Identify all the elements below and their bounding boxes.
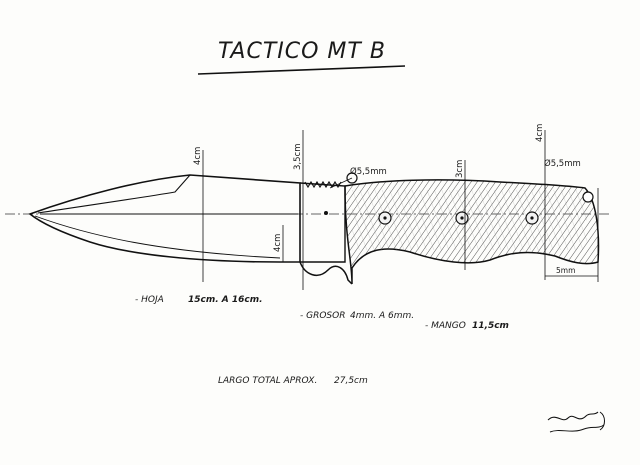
- butt-height-label: 4cm: [535, 124, 545, 142]
- handle-note-value: 11,5cm: [472, 321, 509, 331]
- guard-height-label: 3,5cm: [293, 144, 303, 170]
- front-hole: [346, 172, 358, 184]
- lanyard-hole: [582, 191, 594, 203]
- thickness-note-value: 4mm. A 6mm.: [350, 311, 414, 321]
- total-length-value: 27,5cm: [334, 376, 368, 386]
- title-underline: [197, 65, 406, 75]
- total-length-label: LARGO TOTAL APROX.: [218, 376, 317, 386]
- front-hole-leader: [329, 177, 353, 189]
- rear-hole-label: Ø5,5mm: [544, 158, 581, 169]
- title-text: TACTICO MT B: [218, 39, 386, 64]
- finger-choil: [299, 261, 353, 285]
- thickness-note-label: - GROSOR: [300, 311, 345, 321]
- front-hole-label: Ø5,5mm: [350, 166, 387, 177]
- signature-mark: [547, 411, 605, 433]
- handle-height-label: 3cm: [455, 160, 465, 178]
- blade-height-label: 4cm: [193, 147, 203, 165]
- blade-note-value: 15cm. A 16cm.: [188, 295, 263, 305]
- blade-outline: [28, 174, 301, 263]
- blade-note-label: - HOJA: [135, 295, 164, 305]
- handle-note-label: - MANGO: [425, 321, 466, 331]
- tang-center-dot: [324, 211, 328, 215]
- spine-serrations: [304, 180, 342, 189]
- clip-point-bevel: [37, 174, 191, 214]
- edge-bevel: [34, 215, 281, 259]
- butt-length-label: 5mm: [556, 266, 575, 275]
- ricasso-outline: [299, 182, 346, 263]
- ricasso-height-label: 4cm: [273, 234, 283, 252]
